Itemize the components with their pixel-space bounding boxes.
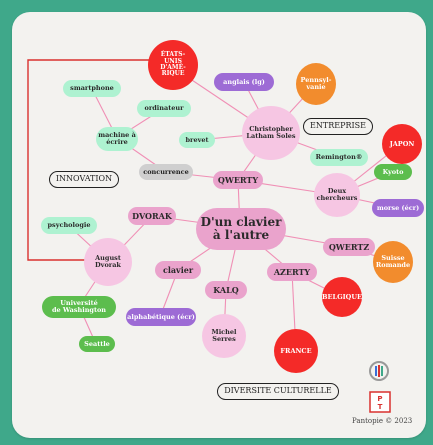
node-kyoto[interactable]: Kyoto <box>374 164 412 180</box>
node-france[interactable]: FRANCE <box>274 329 318 373</box>
node-anglais[interactable]: anglais (lg) <box>214 73 274 91</box>
node-etats-unis[interactable]: ÉTATS- UNIS D'AMÉ- RIQUE <box>148 40 198 90</box>
node-dvorak[interactable]: DVORAK <box>128 207 176 225</box>
node-belgique[interactable]: BELGIQUE <box>322 277 362 317</box>
node-concurrence[interactable]: concurrence <box>139 164 193 180</box>
node-universite[interactable]: Université de Washington <box>42 296 116 318</box>
center-node[interactable]: D'un clavier à l'autre <box>196 208 286 250</box>
node-deux-chercheurs[interactable]: Deux chercheurs <box>314 173 360 217</box>
node-psychologie[interactable]: psychologie <box>41 217 97 234</box>
label-entreprise: ENTREPRISE <box>303 118 373 135</box>
pantopie-logo: P T <box>369 391 391 413</box>
node-azerty[interactable]: AZERTY <box>267 263 317 281</box>
label-innovation: INNOVATION <box>49 171 119 188</box>
label-diversite: DIVERSITE CULTURELLE <box>217 383 339 400</box>
node-qwerty[interactable]: QWERTY <box>213 171 263 189</box>
node-august-dvorak[interactable]: August Dvorak <box>84 238 132 286</box>
node-sholes[interactable]: Christopher Latham Soles <box>242 106 300 160</box>
node-japon[interactable]: JAPON <box>382 124 422 164</box>
node-pennsylvanie[interactable]: Pennsyl- vanie <box>296 63 336 105</box>
bracket-link <box>27 59 160 261</box>
node-remington[interactable]: Remington® <box>310 149 368 166</box>
node-morse[interactable]: morse (écr) <box>372 199 424 217</box>
node-michel-serres[interactable]: Michel Serres <box>202 314 246 358</box>
node-seattle[interactable]: Seattle <box>79 336 115 352</box>
node-ordinateur[interactable]: ordinateur <box>137 100 191 117</box>
node-suisse[interactable]: Suisse Romande <box>373 241 413 283</box>
footer-copyright: Pantopie © 2023 <box>352 417 413 425</box>
node-smartphone[interactable]: smartphone <box>63 80 121 97</box>
svg-text:T: T <box>378 403 383 411</box>
node-clavier[interactable]: clavier <box>155 261 201 279</box>
node-machine-a-ecrire[interactable]: machine à écrire <box>96 127 138 151</box>
node-brevet[interactable]: brevet <box>179 132 215 148</box>
node-qwertz[interactable]: QWERTZ <box>323 238 375 256</box>
svg-text:P: P <box>377 395 382 403</box>
node-alphabetique[interactable]: alphabétique (écr) <box>126 308 196 326</box>
wikipedia-ring-logo <box>369 361 389 381</box>
node-kalq[interactable]: KALQ <box>205 281 247 299</box>
